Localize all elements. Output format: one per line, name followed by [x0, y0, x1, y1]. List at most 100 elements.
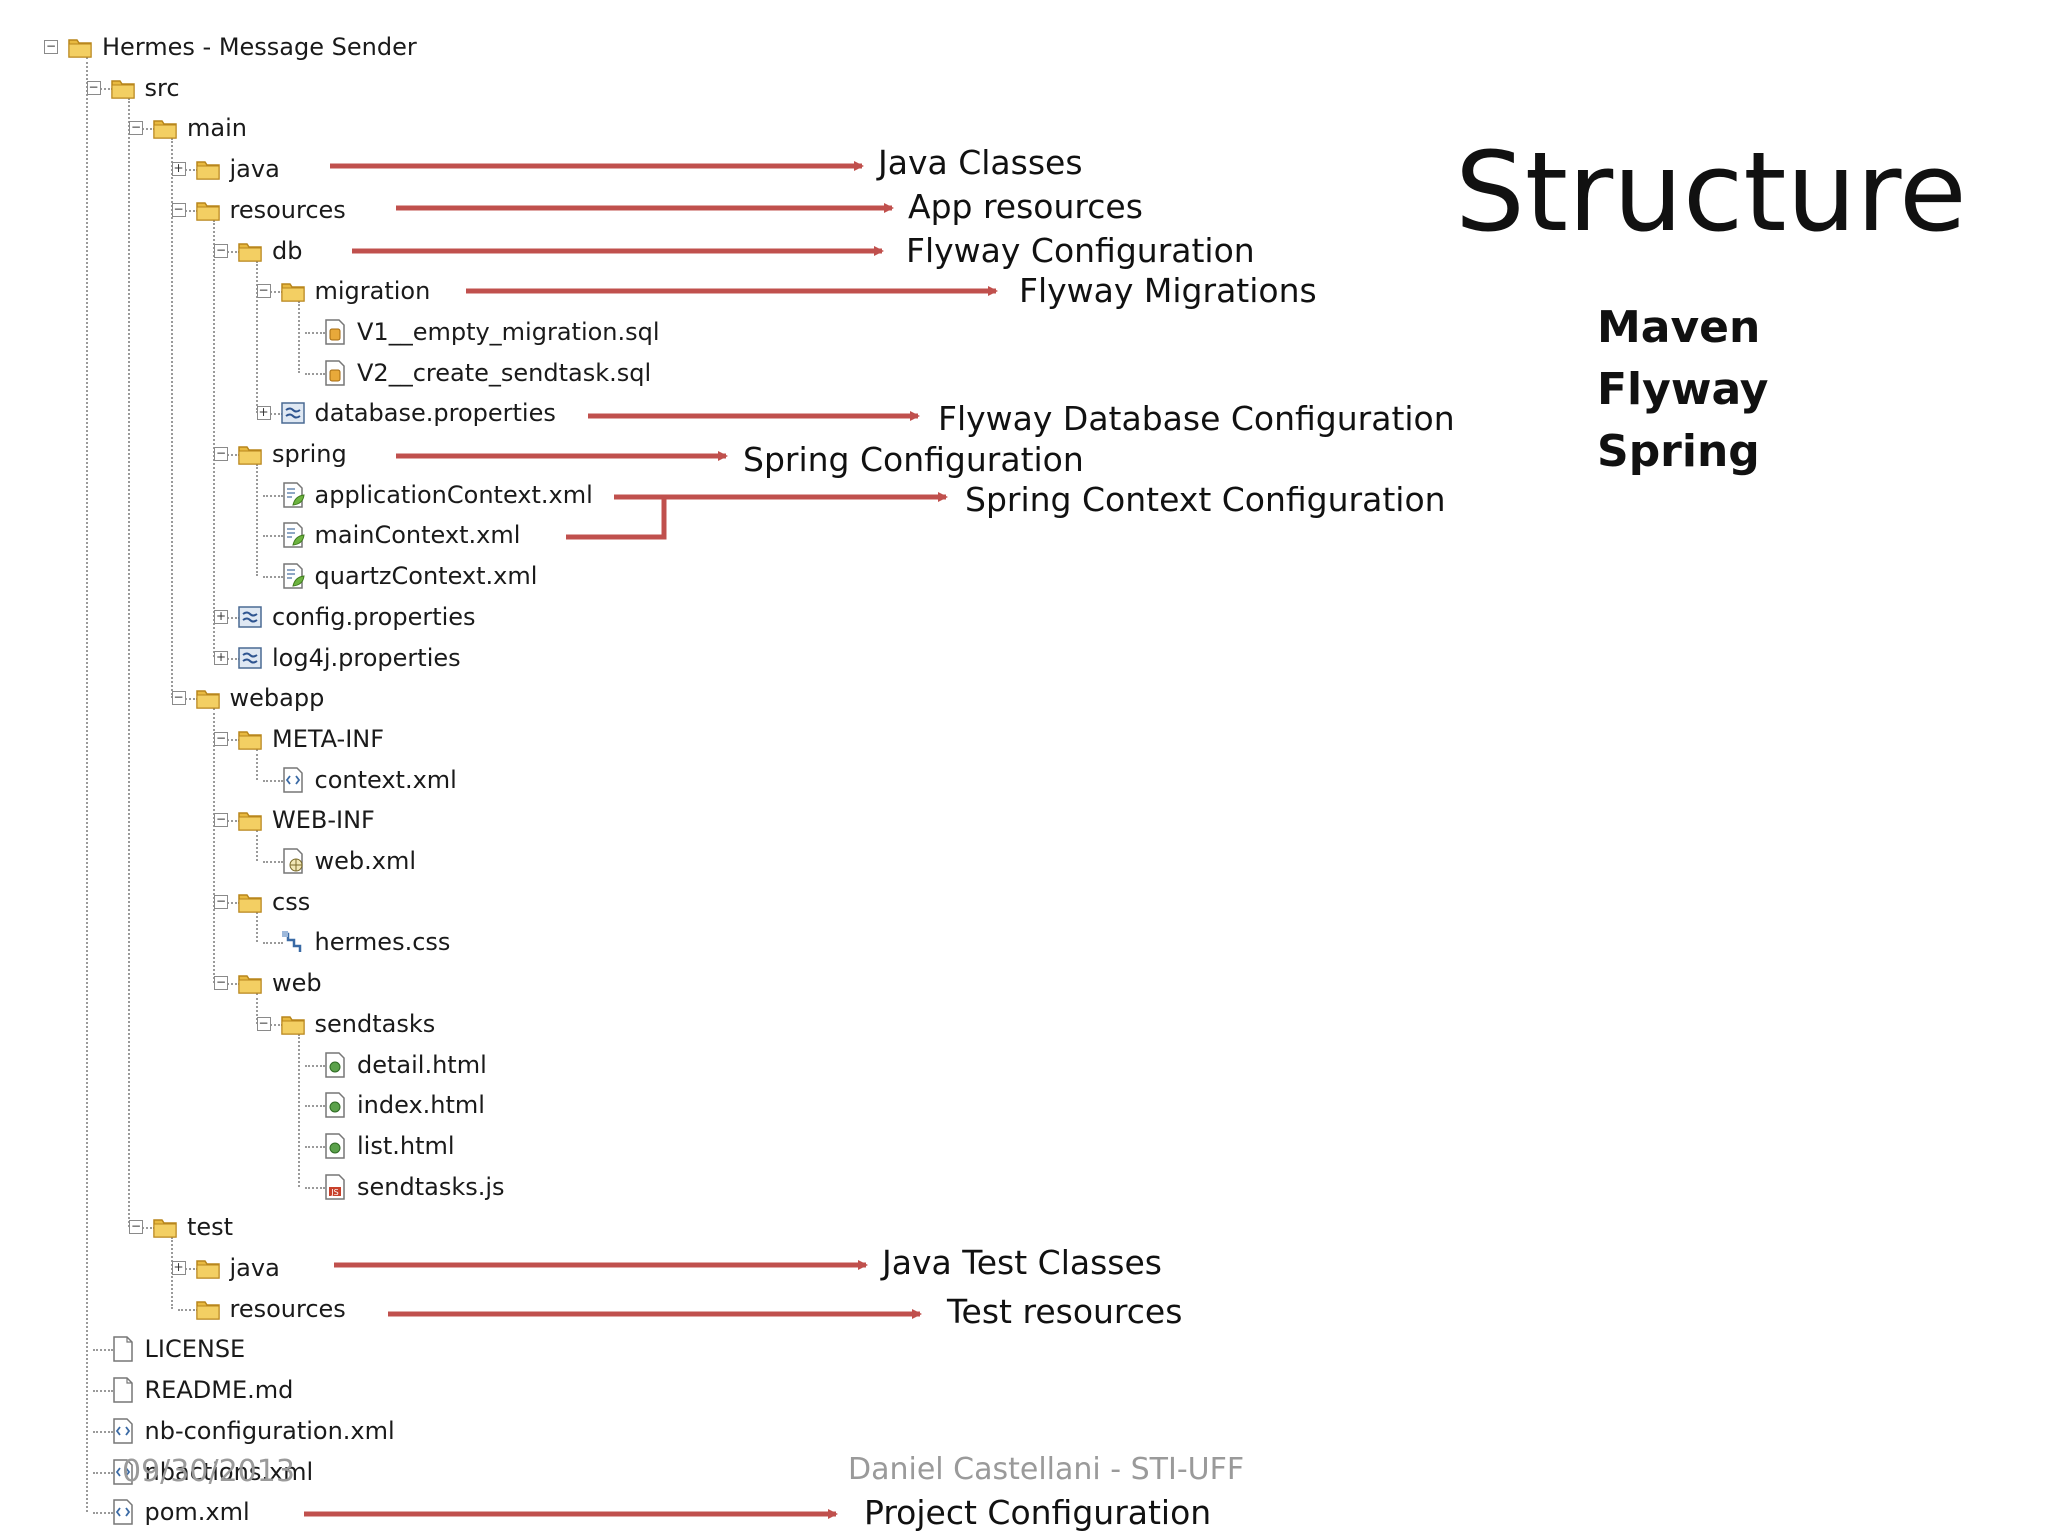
tree-node[interactable]: LICENSE [87, 1333, 687, 1365]
tree-node-label: sendtasks [314, 1009, 436, 1038]
tree-node-label: README.md [144, 1376, 294, 1405]
tree-node[interactable]: hermes.css [257, 926, 857, 958]
folder-icon [279, 277, 307, 305]
tree-node[interactable]: +log4j.properties [214, 642, 814, 674]
tree-branch-line [177, 209, 198, 212]
tree-node[interactable]: − sendtasks [256, 1008, 857, 1040]
collapse-toggle-icon[interactable]: − [214, 975, 228, 991]
tree-node[interactable]: − resources [171, 194, 772, 226]
tree-node[interactable]: detail.html [299, 1049, 899, 1081]
tree-node[interactable]: −WEB-INF [214, 804, 814, 836]
tree-branch-line [305, 1145, 325, 1148]
tree-branch-line [305, 1064, 325, 1067]
collapse-toggle-icon[interactable]: − [171, 690, 186, 706]
tree-node[interactable]: −spring [214, 438, 814, 470]
tree-node[interactable]: −src [86, 72, 687, 104]
tree-node-label: migration [314, 277, 431, 306]
tree-node[interactable]: context.xml [257, 764, 857, 796]
folder-icon [109, 74, 137, 102]
tree-node[interactable]: mainContext.xml [257, 519, 857, 551]
collapse-toggle-icon[interactable]: − [171, 201, 186, 217]
expand-toggle-icon[interactable]: + [214, 649, 228, 665]
tree-node[interactable]: list.html [299, 1130, 899, 1162]
tree-branch-line [92, 1430, 113, 1433]
tree-node[interactable]: nb-configuration.xml [87, 1415, 687, 1447]
collapse-toggle-icon[interactable]: − [86, 79, 101, 95]
tree-branch-line [92, 1349, 113, 1352]
collapse-toggle-icon[interactable]: − [129, 1219, 143, 1235]
collapse-toggle-icon[interactable]: − [256, 283, 271, 299]
tree-node[interactable]: applicationContext.xml [257, 479, 857, 511]
tree-node[interactable]: +java [171, 1252, 772, 1284]
tree-guide-line [213, 708, 215, 984]
tree-branch-line [305, 372, 325, 375]
tree-guide-line [255, 464, 258, 577]
tree-guide-line [128, 97, 130, 1228]
tree-node[interactable]: − main [129, 112, 729, 144]
folder-icon [194, 1254, 222, 1282]
expand-toggle-icon[interactable]: + [256, 405, 271, 421]
tree-node[interactable]: nbactions.xml [87, 1456, 687, 1488]
tree-node-label: test [187, 1213, 234, 1242]
tree-node[interactable]: −webapp [171, 682, 772, 714]
html-file-icon [321, 1091, 349, 1119]
expand-toggle-icon[interactable]: + [214, 608, 228, 624]
tree-node-label: context.xml [314, 765, 457, 794]
tree-node-label: applicationContext.xml [314, 480, 593, 509]
keyword-flyway: Flyway [1597, 364, 1769, 415]
annotation-label: Project Configuration [864, 1493, 1212, 1532]
tree-node[interactable]: index.html [299, 1089, 899, 1121]
tree-node-label: LICENSE [144, 1335, 246, 1364]
tree-branch-line [135, 128, 155, 131]
tree-guide-line [298, 301, 300, 373]
svg-text:JS: JS [330, 1188, 338, 1197]
collapse-toggle-icon[interactable]: − [214, 812, 228, 828]
collapse-toggle-icon[interactable]: − [214, 893, 228, 909]
tree-node[interactable]: README.md [87, 1374, 687, 1406]
collapse-toggle-icon[interactable]: − [214, 446, 228, 461]
collapse-toggle-icon[interactable]: − [214, 242, 228, 258]
footer-date: 09/30/2013 [122, 1454, 295, 1489]
collapse-toggle-icon[interactable]: − [214, 730, 228, 746]
tree-node[interactable]: web.xml [257, 845, 857, 877]
tree-node-label: resources [229, 195, 346, 224]
tree-node[interactable]: V1__empty_migration.sql [299, 316, 899, 348]
tree-node[interactable]: resources [172, 1293, 772, 1325]
tree-branch-line [262, 494, 283, 497]
xml-file-icon [279, 766, 307, 794]
tree-node[interactable]: quartzContext.xml [257, 560, 857, 592]
collapse-toggle-icon[interactable]: − [256, 1015, 271, 1031]
tree-guide-line [170, 138, 173, 699]
tree-node-label: detail.html [357, 1050, 487, 1079]
tree-node[interactable]: pom.xml [87, 1496, 687, 1528]
folder-icon [194, 196, 222, 224]
tree-node[interactable]: V2__create_sendtask.sql [299, 357, 899, 389]
tree-node-label: resources [229, 1294, 346, 1323]
tree-node[interactable]: −Hermes - Message Sender [44, 31, 644, 63]
keyword-maven: Maven [1597, 302, 1761, 353]
tree-node[interactable]: −db [214, 235, 814, 267]
tree-node[interactable]: − web [214, 967, 814, 999]
expand-toggle-icon[interactable]: + [171, 161, 186, 177]
collapse-toggle-icon[interactable]: − [129, 120, 143, 136]
tree-guide-line [85, 57, 88, 1513]
tree-node[interactable]: −css [214, 886, 814, 918]
tree-branch-line [92, 1512, 113, 1515]
tree-node[interactable]: +database.properties [256, 397, 857, 429]
tree-node[interactable]: −META-INF [214, 723, 814, 755]
tree-node[interactable]: − test [129, 1211, 729, 1243]
expand-toggle-icon[interactable]: + [171, 1260, 186, 1275]
tree-branch-line [262, 291, 283, 294]
tree-node-label: web [272, 969, 322, 998]
tree-node[interactable]: +java [171, 153, 772, 185]
tree-node-label: main [187, 114, 247, 143]
tree-guide-line [255, 911, 258, 943]
tree-branch-line [262, 413, 283, 416]
annotation-label: Flyway Migrations [1019, 271, 1317, 310]
html-file-icon [321, 1051, 349, 1079]
collapse-toggle-icon[interactable]: − [44, 39, 58, 54]
tree-node[interactable]: +config.properties [214, 601, 814, 633]
annotation-label: Spring Configuration [743, 440, 1084, 479]
tree-node[interactable]: − migration [256, 275, 857, 307]
